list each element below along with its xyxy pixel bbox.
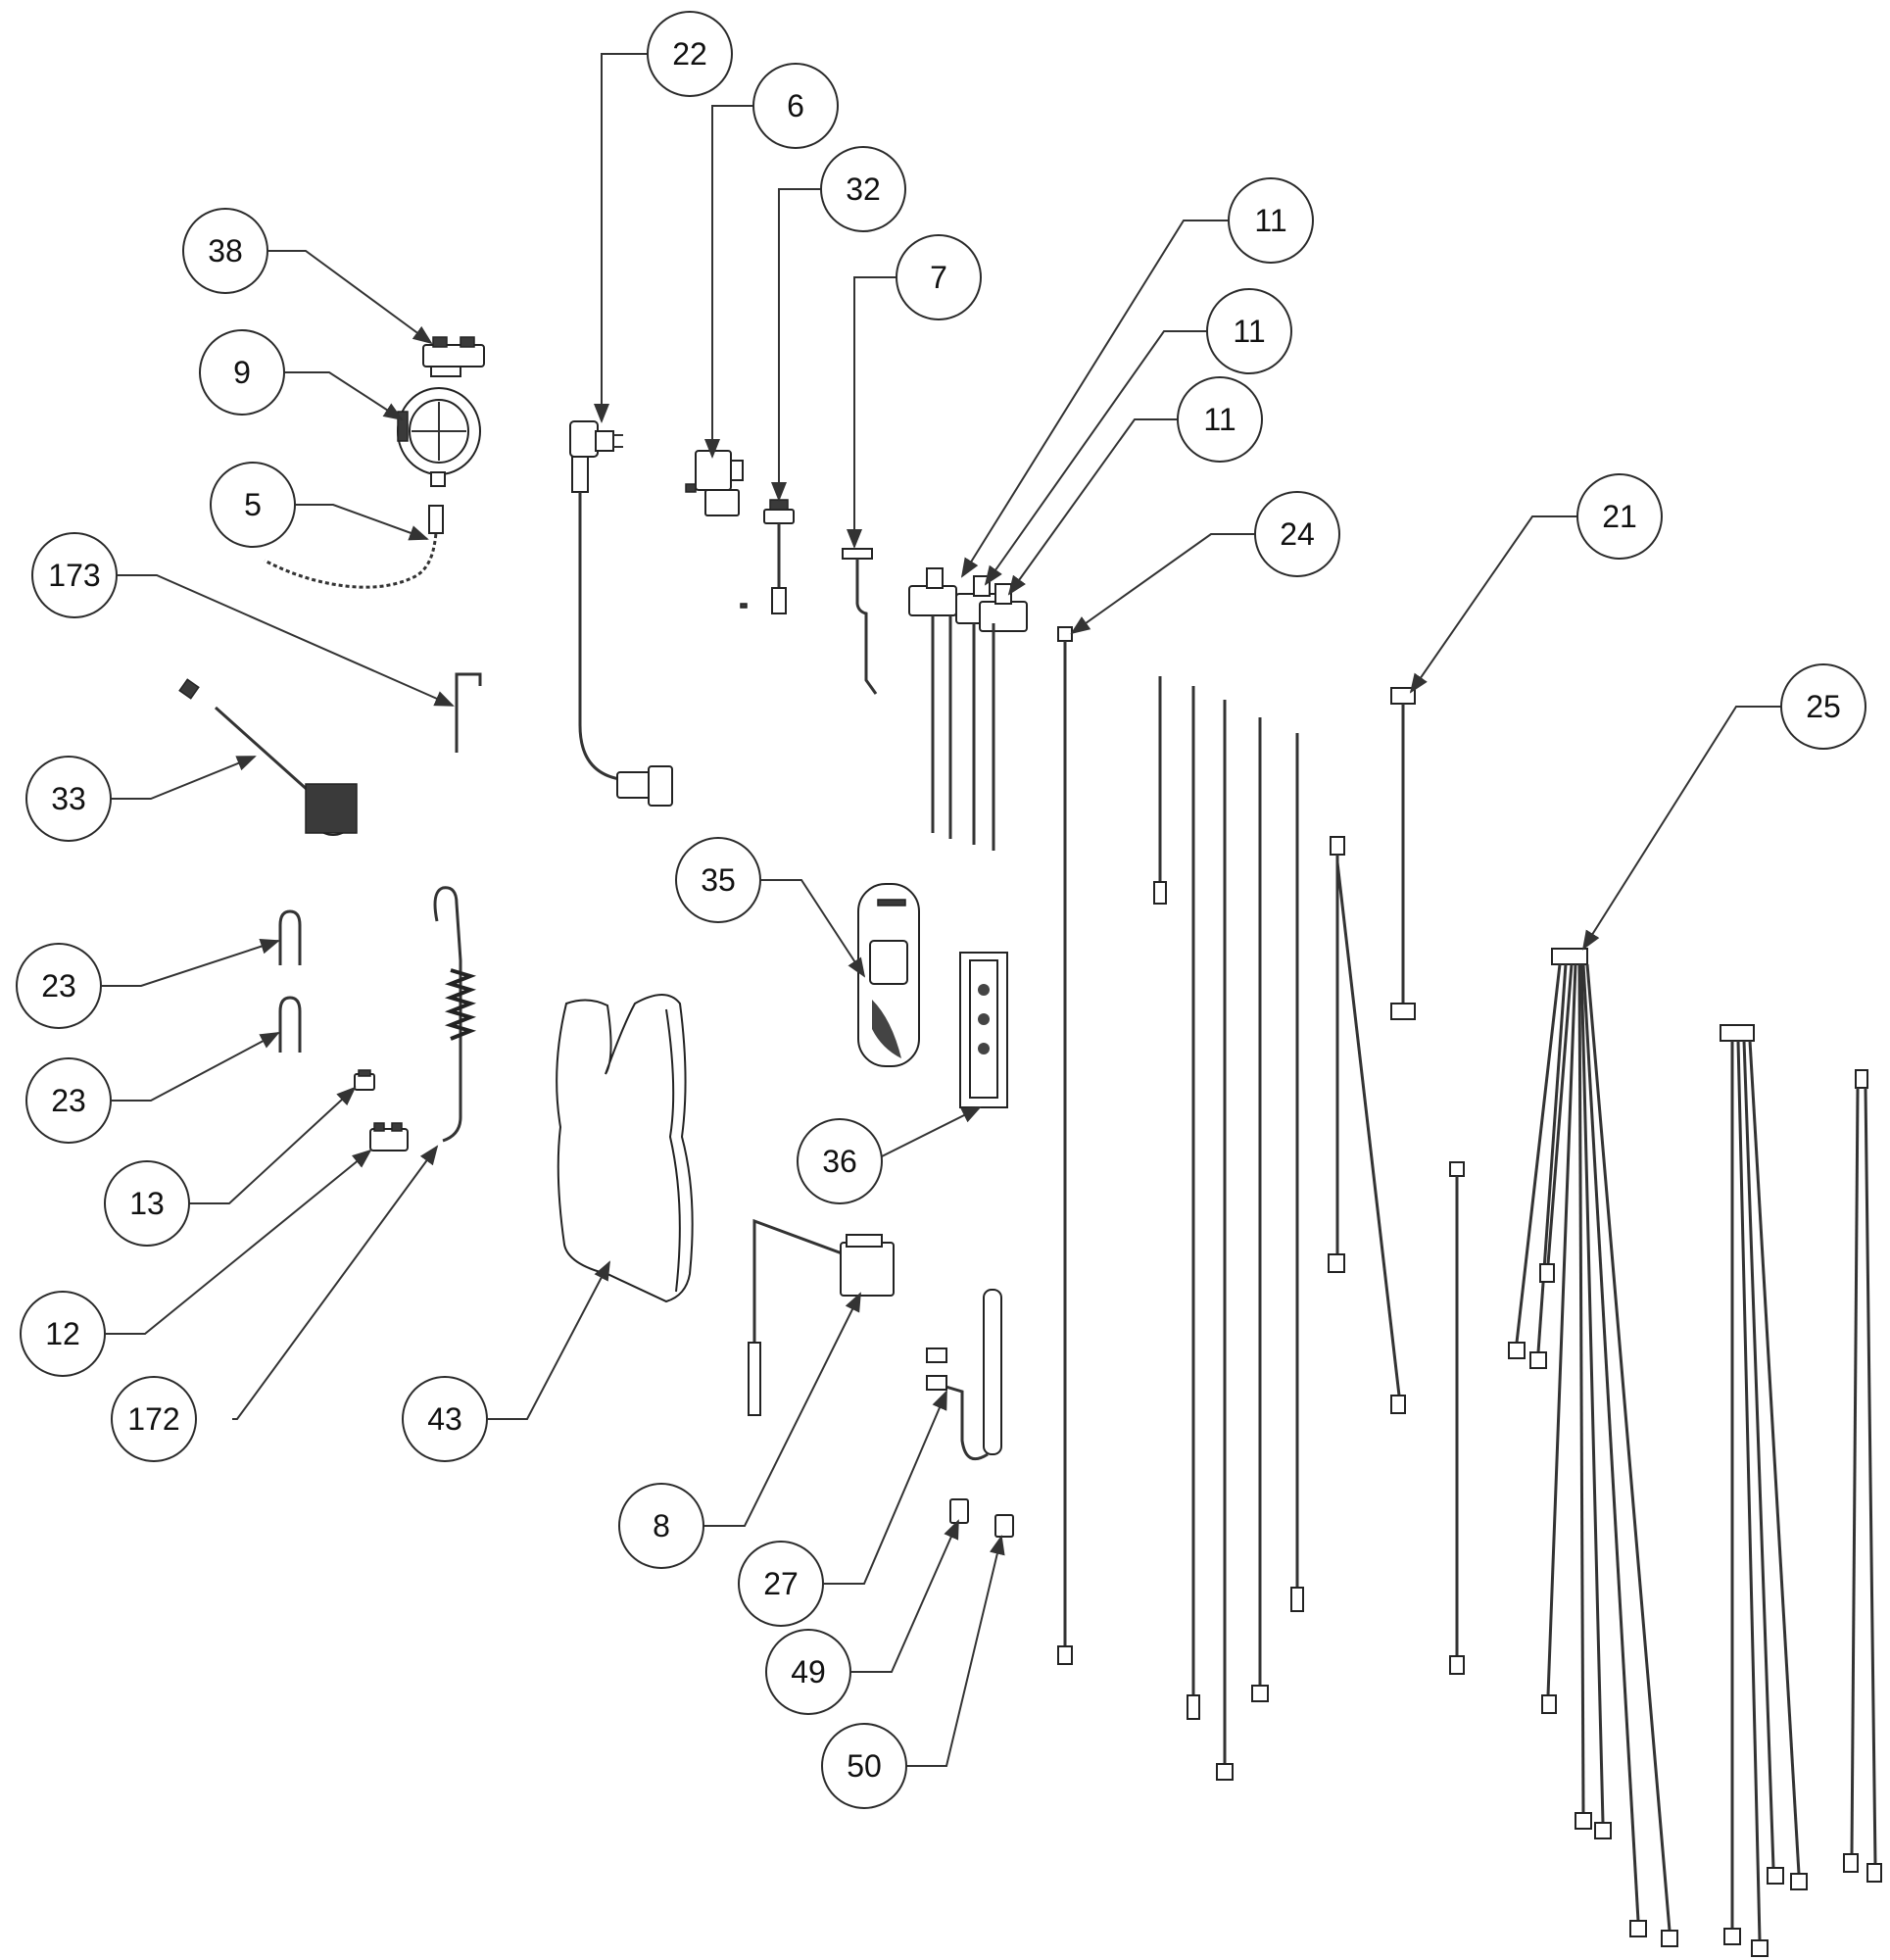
- callout-25: 25: [1780, 663, 1866, 750]
- callout-23-lower-label: 23: [51, 1083, 86, 1118]
- part-22-power-cord: [569, 420, 673, 807]
- part-7-sensor: [842, 548, 878, 695]
- part-5-hose: [263, 505, 444, 590]
- part-50-terminal: [994, 1514, 1014, 1538]
- callout-173: 173: [31, 532, 118, 618]
- leader-lines: [102, 53, 1781, 1767]
- part-43-cover: [556, 994, 694, 1303]
- callout-6-label: 6: [787, 88, 804, 123]
- part-13-cap: [354, 1069, 375, 1091]
- callout-7: 7: [896, 234, 982, 320]
- part-35-controller: [857, 883, 920, 1067]
- callout-11-middle: 11: [1206, 288, 1292, 374]
- callout-23-upper: 23: [16, 943, 102, 1029]
- callout-25-label: 25: [1806, 689, 1841, 724]
- callout-8-label: 8: [653, 1508, 670, 1544]
- callout-43: 43: [402, 1376, 488, 1462]
- callout-22: 22: [647, 11, 733, 97]
- part-25-wire-harness: [1508, 948, 1678, 1947]
- callout-173-label: 173: [48, 558, 100, 593]
- callout-32: 32: [820, 146, 906, 232]
- callout-8: 8: [618, 1483, 704, 1569]
- part-32-thermostat: [740, 499, 795, 614]
- part-23-u-clip-lower: [278, 996, 302, 1053]
- part-11-element-holders: [908, 567, 1028, 851]
- part-23-u-clip-upper: [278, 909, 302, 965]
- callout-27-label: 27: [763, 1566, 799, 1601]
- callout-36: 36: [797, 1118, 883, 1204]
- callout-12-label: 12: [45, 1316, 80, 1351]
- part-12-connector-block: [369, 1122, 409, 1152]
- callout-11-top-label: 11: [1254, 203, 1286, 238]
- part-27-heater: [926, 1289, 1002, 1461]
- callout-24: 24: [1254, 491, 1340, 577]
- callout-21: 21: [1576, 473, 1663, 560]
- callout-13: 13: [104, 1160, 190, 1247]
- callout-38: 38: [182, 208, 268, 294]
- callout-172: 172: [111, 1376, 197, 1462]
- callout-13-label: 13: [129, 1186, 165, 1221]
- callout-21-label: 21: [1602, 499, 1637, 534]
- callout-32-label: 32: [846, 172, 881, 207]
- callout-35: 35: [675, 837, 761, 923]
- right-harness-bundle: [1720, 1024, 1882, 1957]
- callout-9-label: 9: [233, 355, 251, 390]
- part-172-hook-cable: [433, 886, 477, 1143]
- callout-11-bottom-label: 11: [1203, 402, 1236, 437]
- part-21-wire: [1390, 687, 1465, 1675]
- callout-23-lower: 23: [25, 1057, 112, 1144]
- part-6-switch-module: [685, 450, 744, 516]
- callout-22-label: 22: [672, 36, 707, 72]
- loose-wires-group: [1153, 676, 1406, 1781]
- part-24-long-wire: [1057, 626, 1073, 1665]
- callout-43-label: 43: [427, 1401, 462, 1437]
- part-8-capillary-thermostat: [748, 1218, 895, 1416]
- part-33-probe-assembly: [178, 678, 358, 836]
- callout-35-label: 35: [701, 862, 736, 898]
- callout-11-middle-label: 11: [1233, 314, 1265, 349]
- callout-27: 27: [738, 1541, 824, 1627]
- callout-5-label: 5: [244, 487, 262, 522]
- part-49-terminal: [949, 1498, 969, 1524]
- callout-6: 6: [752, 63, 839, 149]
- part-173-hex-key: [455, 672, 482, 753]
- part-36-control-strip: [959, 952, 1008, 1108]
- callout-24-label: 24: [1280, 516, 1315, 552]
- callout-49: 49: [765, 1629, 851, 1715]
- callout-50: 50: [821, 1723, 907, 1809]
- callout-49-label: 49: [791, 1654, 826, 1690]
- callout-11-top: 11: [1228, 177, 1314, 264]
- callout-5: 5: [210, 462, 296, 548]
- callout-12: 12: [20, 1291, 106, 1377]
- callout-38-label: 38: [208, 233, 243, 269]
- callout-11-bottom: 11: [1177, 376, 1263, 463]
- callout-172-label: 172: [127, 1401, 179, 1437]
- part-9-pressure-switch: [397, 387, 481, 487]
- callout-36-label: 36: [822, 1144, 857, 1179]
- callout-23-upper-label: 23: [41, 968, 76, 1004]
- callout-7-label: 7: [930, 260, 947, 295]
- callout-50-label: 50: [847, 1748, 882, 1784]
- callout-33-label: 33: [51, 781, 86, 816]
- part-38-switch-bracket: [422, 336, 485, 377]
- callout-33: 33: [25, 756, 112, 842]
- callout-9: 9: [199, 329, 285, 416]
